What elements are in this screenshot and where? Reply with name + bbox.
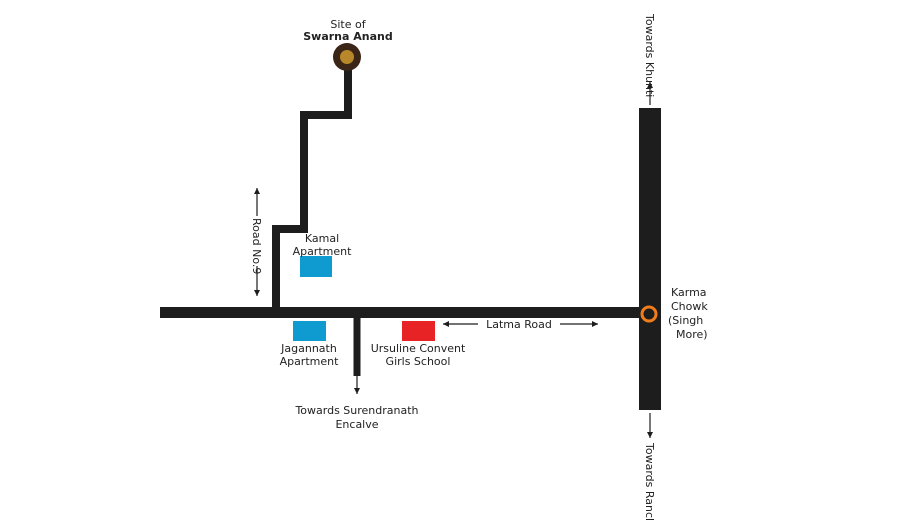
karma-chowk-marker xyxy=(640,305,658,323)
jagannath-label-line2: Apartment xyxy=(280,355,340,368)
surendranath-label-line2: Encalve xyxy=(335,418,378,431)
site-label-name: Swarna Anand xyxy=(303,30,393,43)
kamal-apartment-marker xyxy=(300,256,332,277)
surendranath-label-line1: Towards Surendranath xyxy=(294,404,418,417)
karma-chowk-line2: Chowk xyxy=(671,300,708,313)
ursuline-school-marker xyxy=(402,321,435,341)
towards-khunti-label: Towards Khunti xyxy=(643,13,656,97)
towards-ranchi-label: Towards Ranchi xyxy=(643,442,656,520)
road-no9-label: Road No.9 xyxy=(250,218,263,274)
karma-chowk-line3: (Singh xyxy=(668,314,703,327)
latma-road-line xyxy=(160,307,650,318)
kamal-label-line1: Kamal xyxy=(305,232,339,245)
karma-chowk-line4: More) xyxy=(676,328,708,341)
site-marker-inner xyxy=(340,50,354,64)
road-no9-path xyxy=(272,68,352,312)
karma-chowk-line1: Karma xyxy=(671,286,707,299)
site-label-prefix: Site of xyxy=(330,18,366,31)
jagannath-apartment-marker xyxy=(293,321,326,341)
ursuline-label-line2: Girls School xyxy=(386,355,451,368)
jagannath-label-line1: Jagannath xyxy=(280,342,337,355)
kamal-label-line2: Apartment xyxy=(293,245,353,258)
latma-road-label: Latma Road xyxy=(486,318,552,331)
ursuline-label-line1: Ursuline Convent xyxy=(371,342,466,355)
main-road-vertical xyxy=(639,108,661,410)
